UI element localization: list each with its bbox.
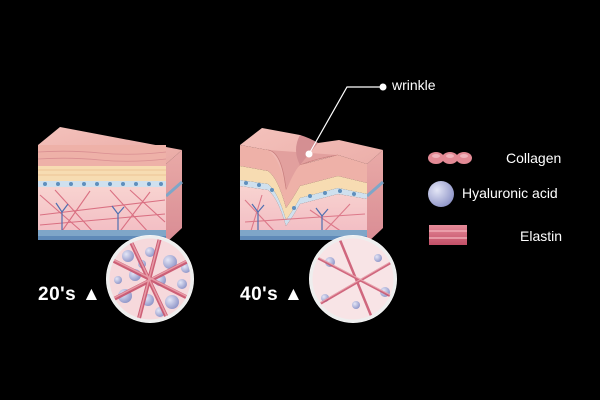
hyaluronic-acid-icon — [428, 181, 454, 207]
aged-age-label: 40's ▲ — [240, 284, 304, 305]
collagen-icon — [428, 152, 472, 164]
wrinkle-label: wrinkle — [392, 77, 436, 93]
elastin-icon — [429, 225, 467, 245]
aged-skin-block — [240, 128, 384, 243]
legend-label-collagen: Collagen — [506, 150, 562, 166]
young-skin-block — [37, 127, 183, 243]
legend-label-elastin: Elastin — [520, 228, 563, 244]
young-age-label: 20's ▲ — [38, 284, 102, 305]
young-magnified-view — [106, 235, 194, 323]
aged-magnified-view — [309, 235, 397, 323]
legend-label-hyaluronic-acid: Hyaluronic acid — [462, 185, 558, 201]
wrinkle-callout-line — [305, 83, 387, 158]
wrinkle-marker-dot — [305, 150, 313, 158]
